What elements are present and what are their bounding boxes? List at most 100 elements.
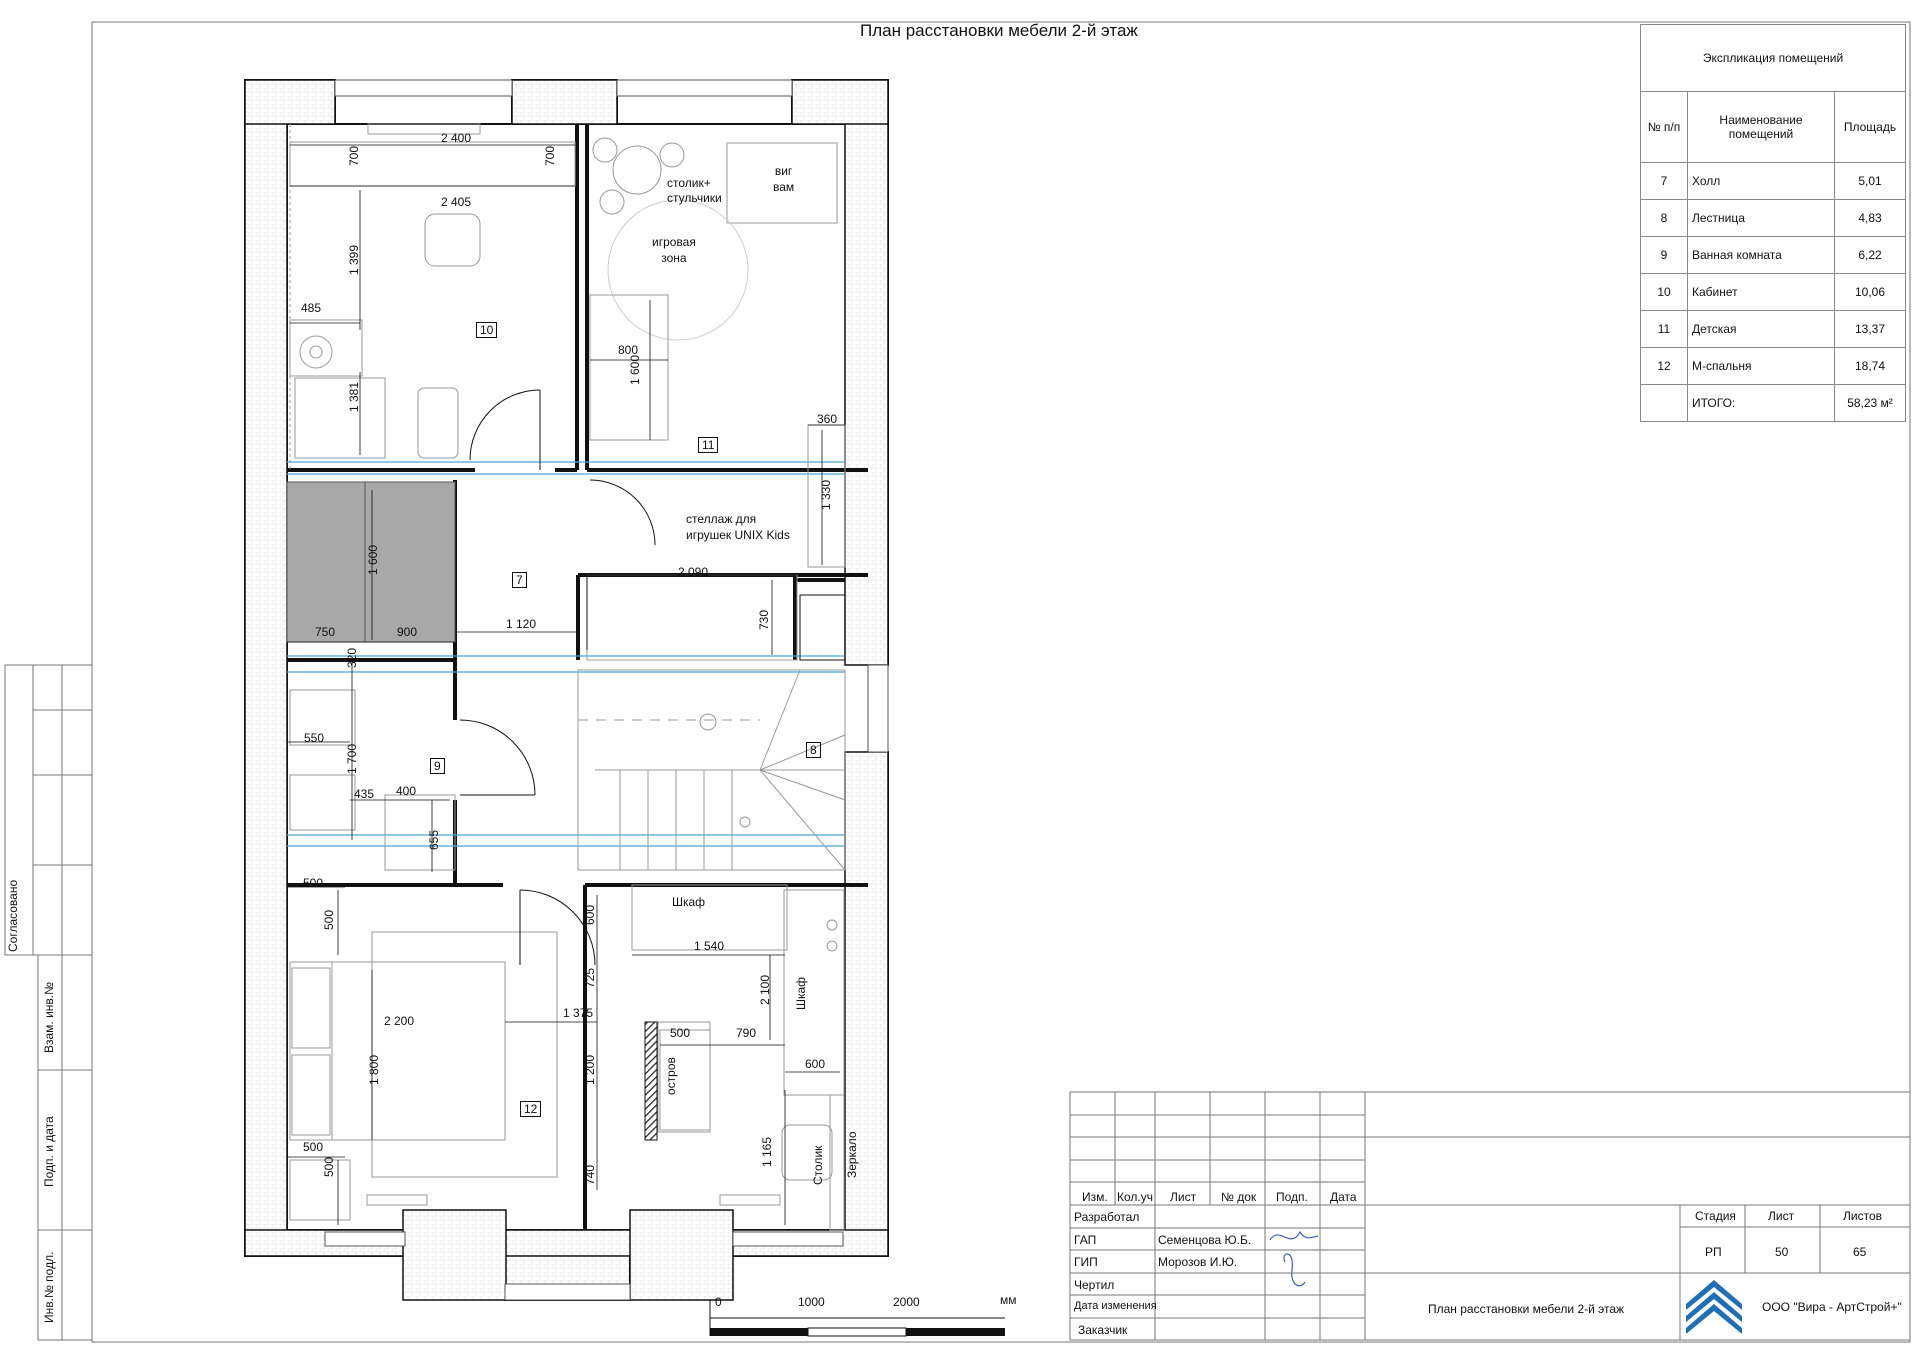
scale-label-2000: 2000 [893, 1295, 920, 1309]
kids-furniture [586, 137, 846, 661]
explication-table: Экспликация помещений № п/п Наименование… [1640, 24, 1906, 422]
dim-label: 2 090 [678, 565, 709, 579]
label-wardrobe: Шкаф [672, 895, 706, 909]
total-label: ИТОГО: [1687, 384, 1835, 422]
dim-label: 790 [736, 1026, 757, 1040]
bedroom-furniture [289, 884, 845, 1231]
row-num: 10 [1640, 273, 1688, 311]
explication-caption: Экспликация помещений [1640, 24, 1906, 92]
dim-label: 800 [618, 343, 639, 357]
tb-role: Дата изменения [1074, 1300, 1157, 1312]
dim-label: 360 [817, 412, 838, 426]
label-table-chairs: столик+ стульчики [667, 176, 722, 205]
row-area: 5,01 [1834, 162, 1906, 200]
dim-label: 400 [396, 784, 417, 798]
tb-col: Кол.уч [1117, 1190, 1153, 1204]
tb-role: Чертил [1074, 1278, 1115, 1292]
dim-label: 1 200 [583, 1054, 597, 1085]
signature-gap [1269, 1230, 1319, 1241]
dim-label: 1 800 [367, 1054, 381, 1085]
tb-col: Подп. [1276, 1190, 1308, 1204]
row-area: 4,83 [1834, 199, 1906, 237]
header-area: Площадь [1834, 91, 1906, 163]
row-name: Детская [1687, 310, 1835, 348]
row-num: 9 [1640, 236, 1688, 274]
bath-furniture [286, 481, 536, 871]
tb-col: № док [1221, 1190, 1257, 1204]
tb-role: ГАП [1074, 1233, 1097, 1247]
scale-bar [709, 1300, 1005, 1337]
dim-label: 2 200 [384, 1014, 415, 1028]
dim-label: 1 600 [366, 544, 380, 575]
dim-label: 500 [303, 876, 324, 890]
tb-sheet: 50 [1775, 1245, 1789, 1259]
label-mirror: Зеркало [845, 1131, 859, 1178]
tb-role: Заказчик [1078, 1323, 1128, 1337]
room-tag-11: 11 [698, 437, 719, 453]
tb-sheets: 65 [1853, 1245, 1867, 1259]
drawing-title: План расстановки мебели 2-й этаж [860, 21, 1138, 40]
row-area: 18,74 [1834, 347, 1906, 385]
dim-label: 2 100 [758, 974, 772, 1005]
row-area: 10,06 [1834, 273, 1906, 311]
row-num: 7 [1640, 162, 1688, 200]
tb-col: Лист [1170, 1190, 1197, 1204]
label-stool: Столик [811, 1145, 825, 1185]
room-tag-12: 12 [520, 1101, 542, 1117]
side-stamp-grid [4, 664, 93, 1341]
dim-label: 600 [583, 904, 597, 925]
tb-gip-name: Морозов И.Ю. [1158, 1255, 1238, 1269]
dim-label: 1 700 [345, 743, 359, 774]
label-island: остров [664, 1057, 678, 1095]
dim-label: 500 [322, 909, 336, 930]
tb-drawing-name: План расстановки мебели 2-й этаж [1428, 1302, 1625, 1316]
row-name: М-спальня [1687, 347, 1835, 385]
dim-label: 1 399 [347, 244, 361, 275]
company-logo [1685, 1278, 1743, 1336]
dim-label: 1 165 [760, 1136, 774, 1167]
blue-lines [287, 461, 845, 847]
island-hatch [644, 1021, 658, 1141]
header-num: № п/п [1640, 91, 1688, 163]
cabinet-furniture [289, 123, 576, 470]
side-agreed: Согласовано [6, 879, 20, 952]
scale-unit: мм [1000, 1293, 1017, 1307]
signature-gip [1283, 1253, 1306, 1287]
row-name: Холл [1687, 162, 1835, 200]
label-bean-bag: виг вам [773, 164, 795, 194]
side-inv-vzam: Взам. инв.№ [42, 981, 56, 1053]
room-tag-8: 8 [806, 742, 821, 758]
dim-label: 1 600 [628, 354, 642, 385]
exterior-walls [244, 79, 889, 1301]
stairs [577, 669, 846, 871]
dim-label: 750 [315, 625, 336, 639]
row-num: 8 [1640, 199, 1688, 237]
room-tag-9: 9 [430, 758, 445, 774]
dim-label: 700 [347, 145, 361, 166]
tb-col: Изм. [1082, 1190, 1108, 1204]
row-name: Лестница [1687, 199, 1835, 237]
dim-label: 600 [805, 1057, 826, 1071]
tb-role: ГИП [1074, 1255, 1098, 1269]
dim-label: 725 [583, 967, 597, 988]
dim-label: 655 [427, 829, 441, 850]
room-tag-7: 7 [512, 572, 527, 588]
room-tag-10: 10 [476, 322, 498, 338]
dim-label: 2 400 [441, 131, 472, 145]
dim-label: 740 [583, 1164, 597, 1185]
dim-label: 435 [354, 787, 375, 801]
tb-stage-header: Стадия [1695, 1209, 1736, 1223]
dim-label: 320 [345, 647, 359, 668]
label-play-zone: игровая зона [652, 235, 696, 266]
side-sign-date: Подп. и дата [42, 1116, 56, 1187]
scale-label-0: 0 [715, 1295, 722, 1309]
tb-sheets-header: Листов [1843, 1209, 1882, 1223]
dim-label: 2 405 [441, 195, 472, 209]
scale-label-1000: 1000 [798, 1295, 825, 1309]
label-toy-shelf: стеллаж для игрушек UNIX Kids [686, 512, 790, 542]
